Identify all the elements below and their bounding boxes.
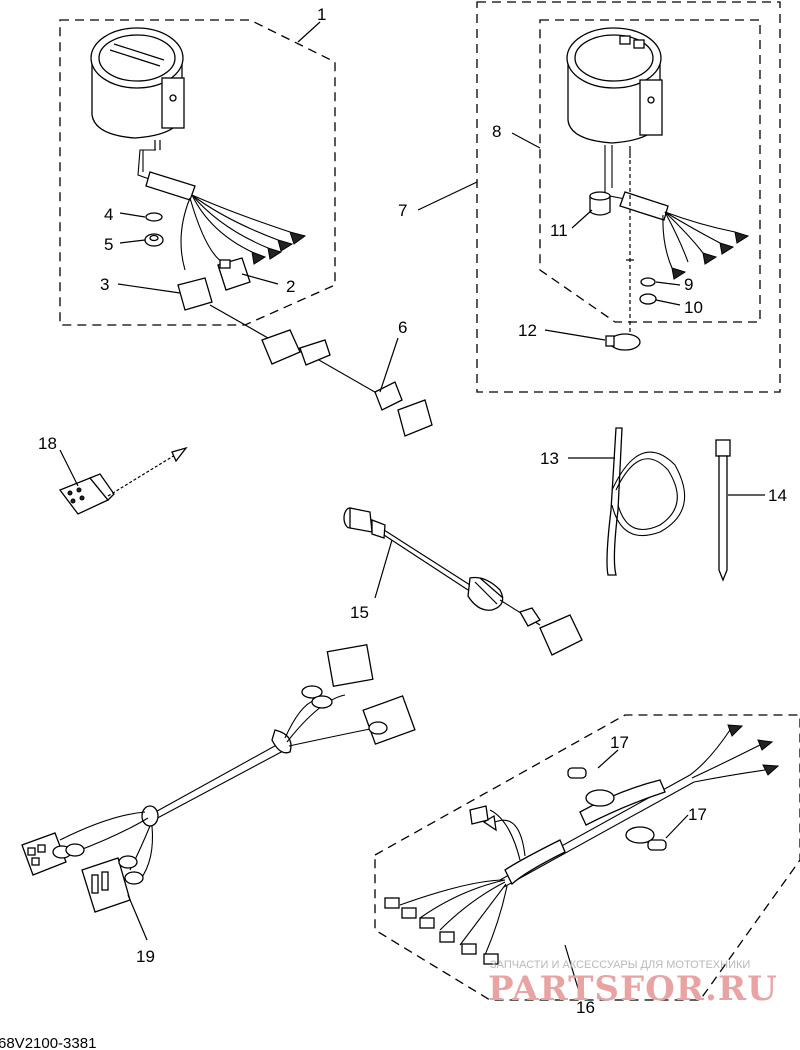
drawing-code: 68V2100-3381 — [0, 1035, 96, 1050]
callout-5: 5 — [104, 235, 113, 254]
callout-15: 15 — [350, 603, 369, 622]
watermark-tagline: ЗАПЧАСТИ И АКСЕССУАРЫ ДЛЯ МОТОТЕХНИКИ — [490, 959, 750, 971]
callout-10: 10 — [684, 298, 703, 317]
callout-6: 6 — [398, 318, 407, 337]
callout-14: 14 — [768, 486, 787, 505]
callout-16: 16 — [576, 998, 595, 1017]
callout-17-upper: 17 — [610, 733, 629, 752]
callout-19: 19 — [136, 947, 155, 966]
group-1-meter-assembly — [59, 19, 336, 326]
callout-1: 1 — [317, 5, 326, 24]
callout-4: 4 — [104, 205, 113, 224]
callout-8: 8 — [492, 122, 501, 141]
sensor-cable-15 — [343, 507, 583, 656]
callouts: 1 2 3 4 5 6 7 8 9 10 11 12 13 14 15 16 1… — [38, 5, 787, 1017]
meter-8 — [566, 27, 663, 158]
meter-1 — [90, 27, 185, 150]
watermark: ЗАПЧАСТИ И АКСЕССУАРЫ ДЛЯ МОТОТЕХНИКИ PA… — [488, 959, 778, 1009]
callout-2: 2 — [286, 277, 295, 296]
callout-13: 13 — [540, 449, 559, 468]
callout-3: 3 — [100, 275, 109, 294]
watermark-logo: PARTSFOR.RU — [488, 969, 778, 1009]
callout-7: 7 — [398, 201, 407, 220]
callout-18: 18 — [38, 434, 57, 453]
callout-17-lower: 17 — [688, 805, 707, 824]
callout-9: 9 — [684, 275, 693, 294]
cable-6 — [209, 304, 433, 437]
cable-tie-14 — [715, 439, 731, 582]
hose-13 — [606, 427, 686, 576]
callout-11: 11 — [550, 221, 568, 240]
harness-16 — [374, 714, 800, 1001]
harness-19 — [21, 644, 416, 913]
leader-lines — [59, 21, 765, 996]
callout-12: 12 — [518, 321, 537, 340]
group-7-meter-kit — [476, 1, 781, 393]
connector-18 — [58, 446, 188, 515]
